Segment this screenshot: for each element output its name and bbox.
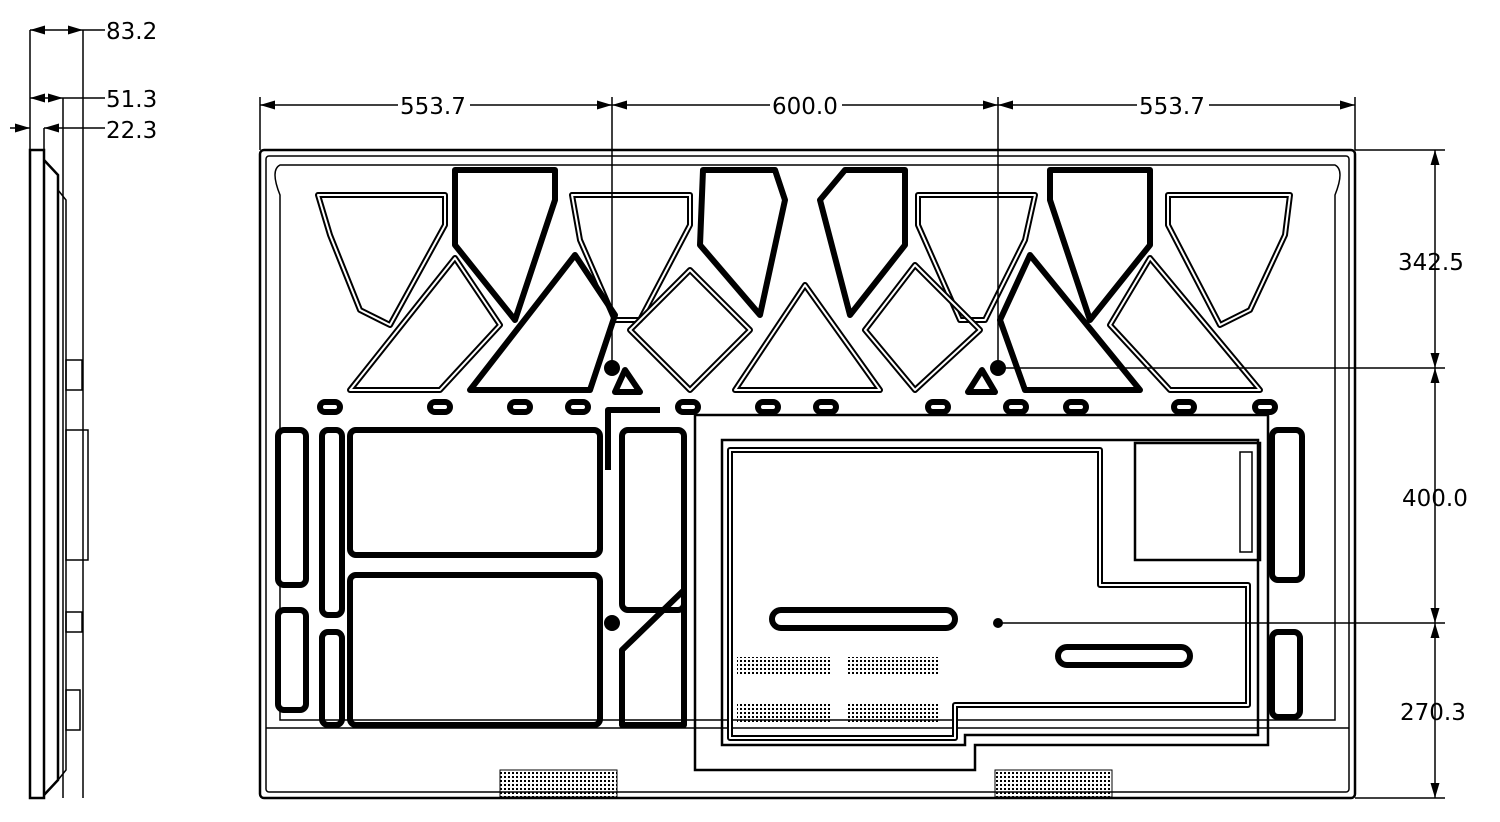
- lower-left-panels: [275, 407, 687, 728]
- width-dimension-right: 553.7: [1139, 94, 1205, 120]
- right-speaker-vent: [994, 769, 1113, 798]
- rear-dimension-labels: 553.7 600.0 553.7 342.5 400.0 270.3: [398, 90, 1468, 726]
- height-dimension-bottom: 270.3: [1400, 700, 1466, 726]
- upper-rib-pattern: [315, 167, 1293, 395]
- height-dimension-top: 342.5: [1398, 250, 1464, 276]
- height-dimension-vesa: 400.0: [1402, 486, 1468, 512]
- depth-dimension-middle: 51.3: [106, 87, 157, 113]
- depth-dimension-panel: 22.3: [106, 118, 157, 144]
- width-dimension-left: 553.7: [400, 94, 466, 120]
- rear-view: [258, 148, 1357, 800]
- side-dimension-lines: [10, 25, 105, 133]
- main-board-cover: [693, 413, 1305, 772]
- side-view: [28, 30, 89, 800]
- left-speaker-vent: [499, 769, 618, 798]
- depth-dimension-total: 83.2: [106, 19, 157, 45]
- slot-row: [317, 399, 1278, 415]
- width-dimension-vesa: 600.0: [772, 94, 838, 120]
